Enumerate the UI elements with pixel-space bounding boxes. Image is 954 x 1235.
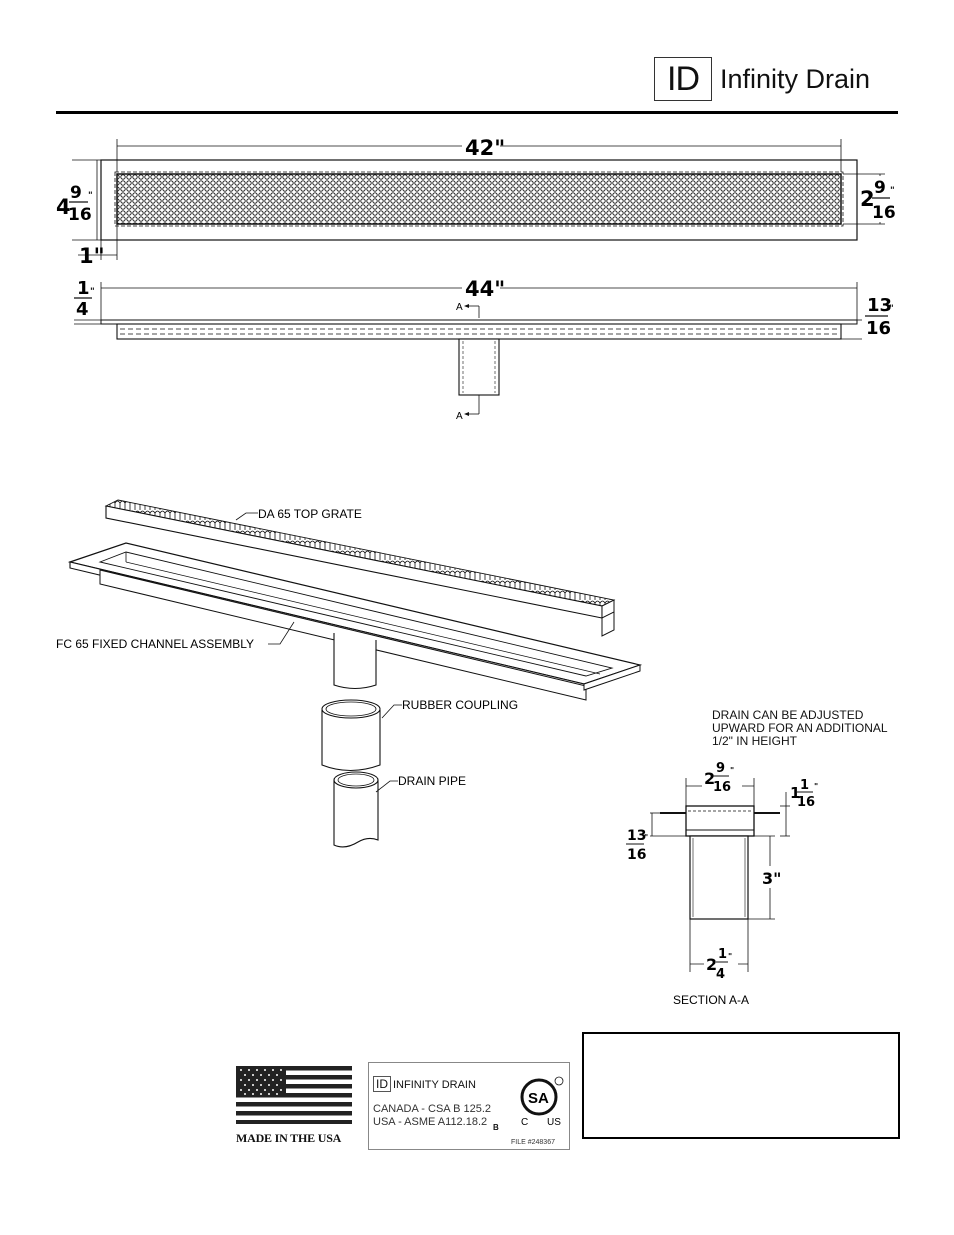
brand-logo-mark: ID (654, 57, 712, 101)
svg-text:": " (890, 186, 895, 196)
csa-logo-icon: SA C US (520, 1076, 564, 1128)
section-view: 2 9 16 " 1 1 16 " 13 16 " (626, 760, 818, 1007)
svg-text:": " (889, 304, 894, 314)
adjustment-note-line: UPWARD FOR AN ADDITIONAL (712, 721, 888, 735)
made-in-usa-caption: MADE IN THE USA (236, 1131, 342, 1145)
side-length-dim: 44" (465, 277, 505, 301)
flange-thickness-num: 1 (77, 278, 90, 299)
section-pipe-width-whole: 2 (706, 955, 717, 974)
top-view-outline (100, 159, 858, 241)
callout-rubber-coupling: RUBBER COUPLING (402, 698, 518, 712)
rubber-coupling-drawing (321, 710, 381, 772)
cert-file-number: FILE #248367 (511, 1139, 555, 1146)
adjustment-note: DRAIN CAN BE ADJUSTED UPWARD FOR AN ADDI… (712, 709, 888, 748)
top-length-dim: 42" (465, 136, 505, 160)
adjustment-note-line: DRAIN CAN BE ADJUSTED (712, 708, 864, 722)
section-height-den: 16 (797, 795, 815, 810)
top-view-grate (116, 173, 842, 225)
us-flag-icon (236, 1066, 352, 1124)
cert-canada-standard: CANADA - CSA B 125.2 (373, 1103, 491, 1115)
svg-text:SA: SA (528, 1090, 549, 1107)
channel-depth-den: 16 (866, 318, 891, 339)
svg-text:": " (88, 191, 93, 201)
section-marker-top: A (456, 302, 463, 313)
overall-width-whole: 4 (56, 195, 71, 219)
overall-width-den: 16 (68, 205, 92, 225)
section-height-num: 1 (800, 778, 809, 793)
overall-width-num: 9 (70, 183, 82, 203)
adjustment-note-line: 1/2" IN HEIGHT (712, 734, 797, 748)
section-height-whole: 1 (790, 784, 800, 802)
section-top-width-den: 16 (713, 780, 731, 795)
flange-thickness-den: 4 (76, 299, 89, 320)
brand-name: Infinity Drain (720, 64, 871, 94)
top-view: 42" 4 9 16 " 2 9 16 " 1" (56, 132, 896, 268)
cert-mark: B (493, 1123, 499, 1132)
notes-box (582, 1032, 900, 1139)
header-rule (56, 111, 898, 114)
callout-top-grate: DA 65 TOP GRATE (258, 507, 362, 521)
section-top-width-whole: 2 (704, 769, 715, 788)
section-flange-num: 13 (627, 828, 646, 844)
grate-width-num: 9 (874, 178, 886, 198)
section-pipe-width-den: 4 (716, 967, 725, 982)
drain-pipe-drawing (333, 780, 379, 848)
grate-width-den: 16 (872, 203, 896, 223)
svg-text:": " (728, 952, 732, 961)
callout-fixed-channel: FC 65 FIXED CHANNEL ASSEMBLY (56, 637, 254, 651)
side-view: 44" A A 1 4 " 13 16 " (74, 274, 894, 422)
csa-c-label: C (521, 1117, 528, 1128)
csa-us-label: US (547, 1117, 561, 1128)
svg-text:": " (644, 833, 648, 842)
made-in-usa-badge: MADE IN THE USA (236, 1066, 352, 1146)
section-top-width-num: 9 (716, 761, 725, 776)
grate-width-whole: 2 (860, 187, 875, 211)
exploded-view: DA 65 TOP GRATE FC 65 FIXED CHANNEL ASSE… (56, 499, 643, 848)
channel-depth-num: 13 (867, 295, 892, 316)
svg-text:": " (730, 766, 734, 775)
cert-logo-mark: ID (373, 1076, 391, 1092)
section-pipe-width-num: 1 (718, 947, 727, 962)
svg-text:": " (90, 287, 95, 297)
cert-brand-name: INFINITY DRAIN (393, 1079, 476, 1091)
section-pipe-height: 3" (762, 869, 781, 888)
flange-dim: 1" (79, 244, 105, 268)
section-marker-bottom: A (456, 411, 463, 422)
cert-usa-standard: USA - ASME A112.18.2 (373, 1116, 488, 1128)
section-title: SECTION A-A (673, 993, 749, 1007)
svg-text:": " (814, 782, 818, 791)
callout-drain-pipe: DRAIN PIPE (398, 774, 466, 788)
section-flange-den: 16 (627, 847, 646, 863)
